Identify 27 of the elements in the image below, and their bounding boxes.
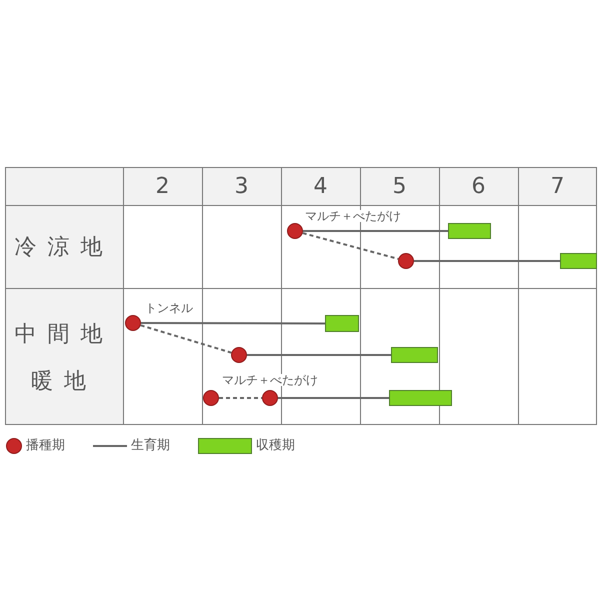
growth-line	[247, 354, 391, 356]
dashed-connector	[302, 232, 399, 260]
edge-label: マルチ＋べたがけ	[305, 210, 401, 222]
month-label: 3	[234, 172, 248, 200]
dashed-connector	[219, 397, 262, 399]
growth-line	[278, 397, 389, 399]
harvest-bar	[560, 253, 597, 269]
month-label: 6	[472, 172, 486, 200]
dashed-connector	[140, 324, 232, 354]
region-label: 暖地	[31, 368, 97, 396]
harvest-bar	[325, 315, 359, 332]
growth-line	[414, 260, 560, 262]
legend-label: 播種期	[26, 437, 65, 455]
harvest-bar	[391, 347, 438, 363]
legend-label: 収穫期	[256, 437, 295, 455]
growth-line	[141, 322, 325, 324]
month-label: 5	[392, 172, 406, 200]
edge-label: マルチ＋べたがけ	[222, 374, 318, 386]
legend-label: 生育期	[131, 436, 170, 455]
month-label: 4	[314, 172, 328, 200]
month-label: 2	[156, 172, 170, 200]
region-label: 冷涼地	[14, 234, 114, 262]
growth-line	[303, 230, 448, 232]
region-label: 中間地	[14, 320, 114, 348]
harvest-bar	[448, 223, 491, 239]
harvest-bar	[389, 390, 452, 406]
month-label: 7	[550, 172, 564, 200]
